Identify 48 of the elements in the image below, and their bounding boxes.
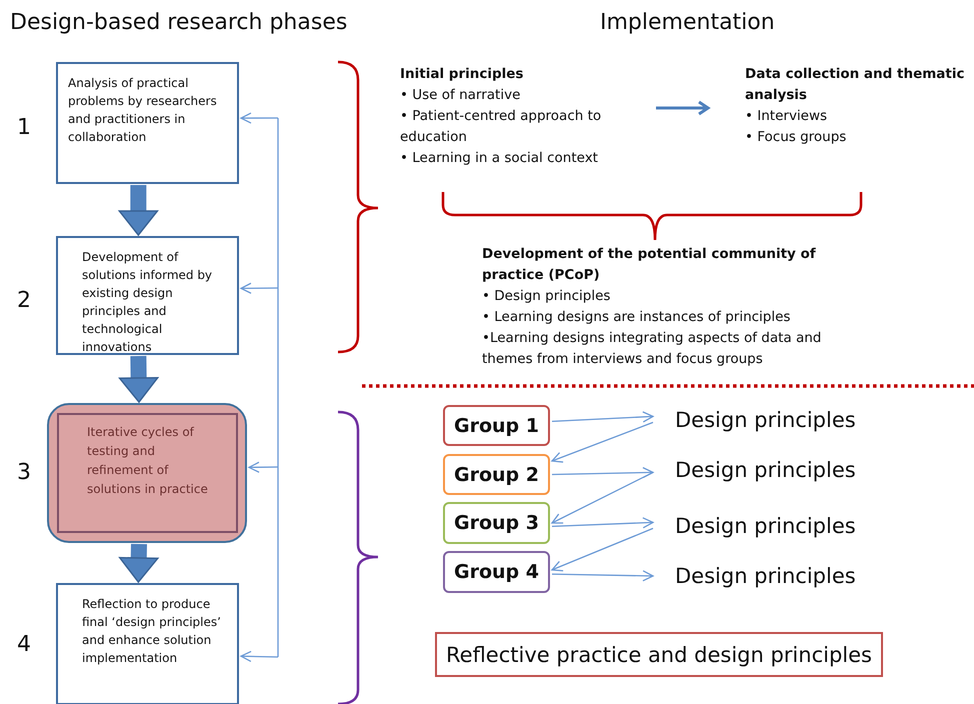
arrow	[656, 100, 710, 116]
group-box: Group 4	[443, 551, 550, 593]
highlighted-box	[47, 403, 247, 543]
box-text: Iterative cycles of testing and refinement of solutions in practice	[87, 424, 209, 498]
block-arrow	[118, 356, 158, 403]
group-box: Group 2	[443, 454, 550, 495]
phase-number: 4	[17, 632, 31, 657]
process-box	[56, 62, 239, 184]
arrow	[552, 517, 654, 528]
result-text: Design principles	[655, 564, 865, 588]
box-text: Reflection to produce final ‘design principles’ and enhance solution implementation	[81, 596, 222, 667]
bullet-text: • Patient-centred approach to education	[400, 107, 602, 147]
box-text: Analysis of practical problems by researchers and practitioners in collaboration	[68, 75, 218, 146]
block-arrow	[119, 544, 158, 583]
process-box	[56, 583, 239, 704]
heading: Development of the potential community of practice (PCoP)	[482, 245, 817, 285]
block-arrow	[118, 185, 158, 236]
heading: Data collection and thematic analysis	[745, 65, 966, 105]
result-text: Design principles	[655, 514, 865, 538]
bullet-text: • Interviews	[745, 107, 828, 126]
heading: Initial principles	[400, 65, 524, 84]
arrow	[551, 528, 654, 572]
title: Implementation	[600, 10, 775, 35]
phase-number: 2	[17, 288, 31, 313]
arrow	[240, 282, 278, 294]
result-text: Design principles	[655, 408, 865, 432]
process-box	[56, 236, 239, 355]
bullet-text: • Learning in a social context	[400, 149, 599, 168]
box-text: Development of solutions informed by existing design principles and technological innovations	[81, 249, 214, 356]
arrow	[552, 411, 654, 423]
phase-number: 1	[17, 115, 31, 140]
bullet-text: • Use of narrative	[400, 86, 522, 105]
result-text: Design principles	[655, 458, 865, 482]
summary-box: Reflective practice and design principles	[435, 632, 883, 677]
title: Design-based research phases	[10, 10, 348, 35]
arrow	[551, 472, 654, 524]
bullet-text: •Learning designs integrating aspects of data and themes from interviews and focus groups	[482, 329, 822, 369]
group-box: Group 1	[443, 405, 550, 446]
bullet-text: • Focus groups	[745, 128, 848, 147]
phase-number: 3	[17, 460, 31, 485]
arrow	[551, 422, 654, 463]
arrow	[240, 112, 278, 124]
arrow	[248, 462, 278, 473]
arrow	[240, 650, 278, 662]
bullet-text: • Learning designs are instances of principles	[482, 308, 792, 327]
arrow	[552, 570, 654, 582]
bullet-text: • Design principles	[482, 287, 612, 306]
group-box: Group 3	[443, 502, 550, 544]
